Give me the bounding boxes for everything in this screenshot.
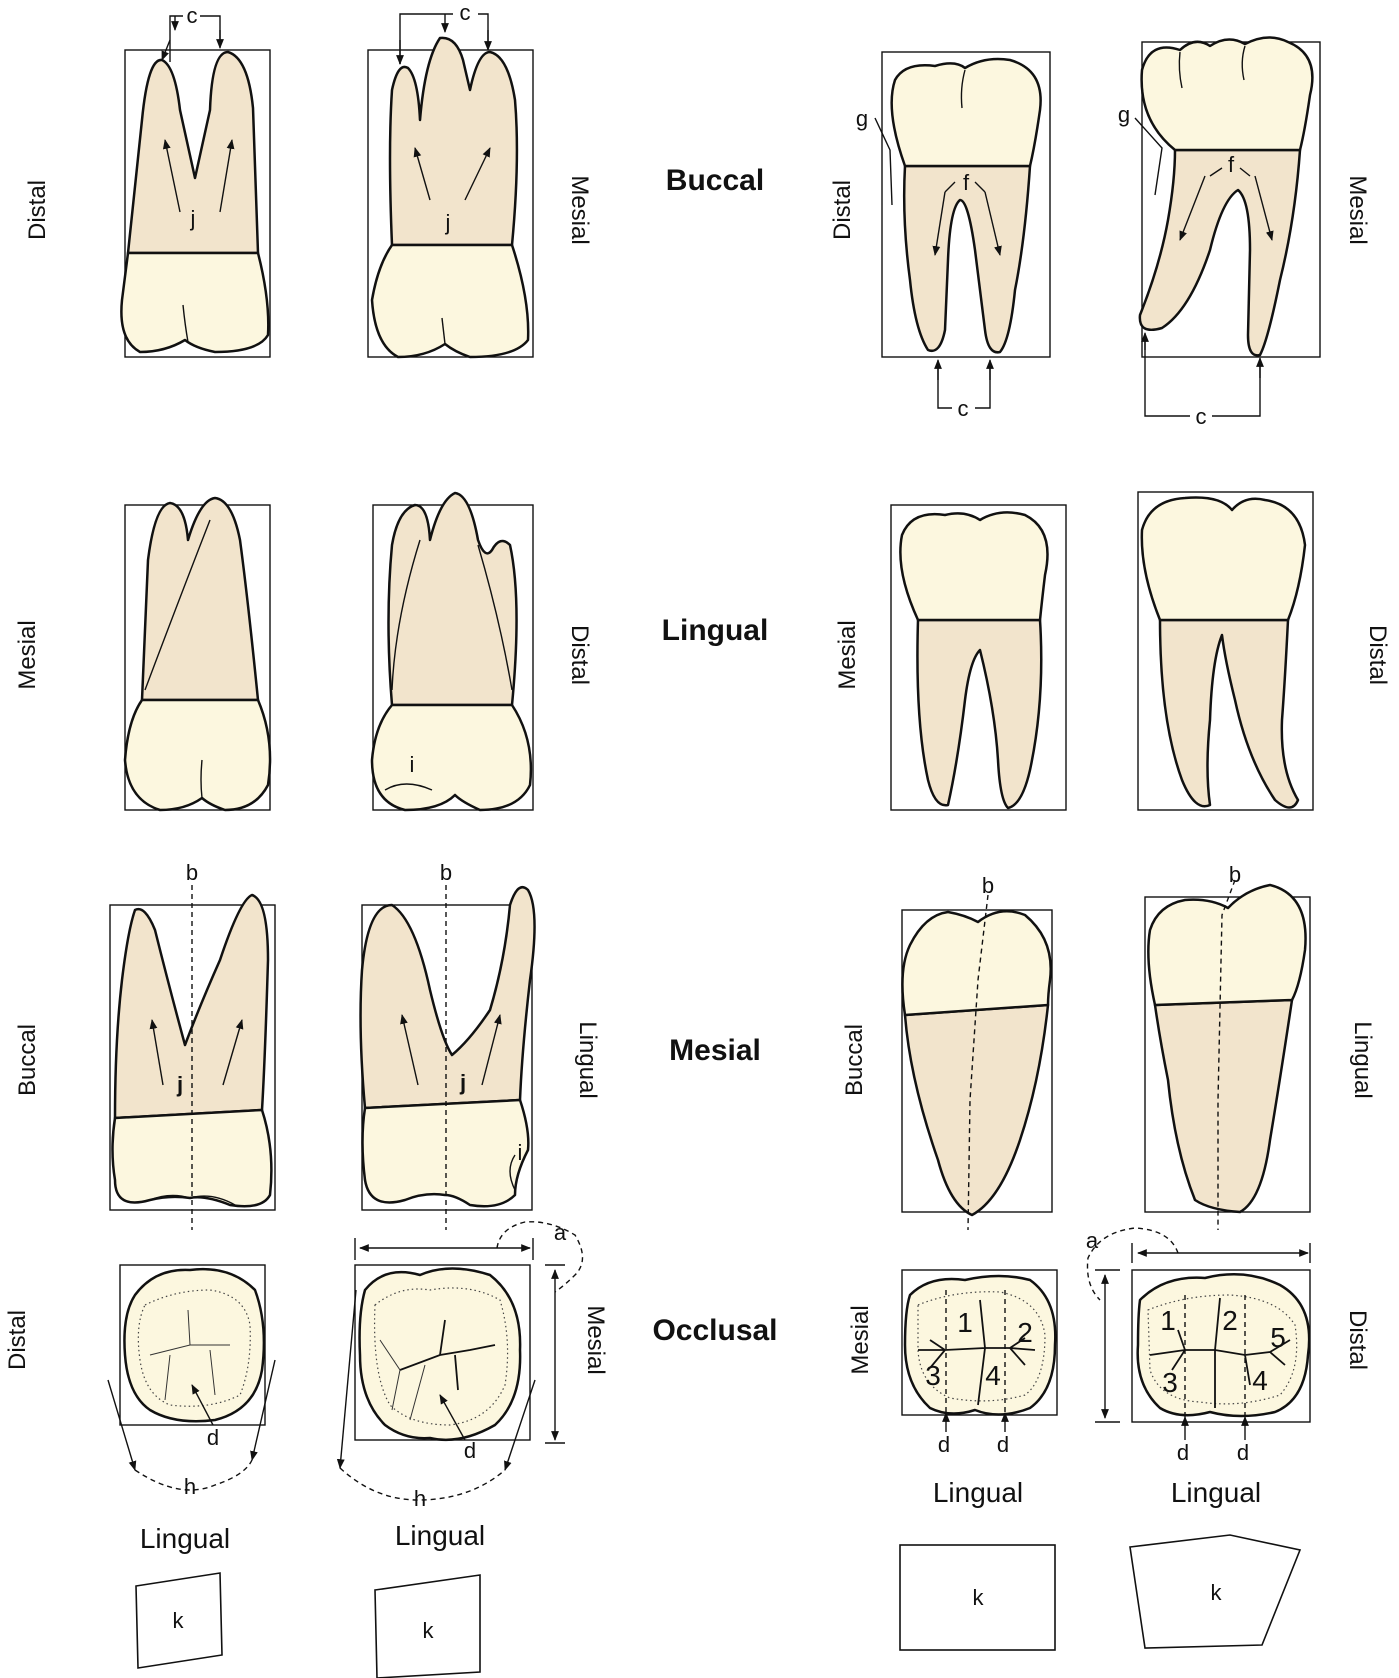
cusp-number-3: 3	[1162, 1367, 1178, 1398]
dimension-c-bottom-1: c	[938, 360, 990, 421]
marker-d: d	[938, 1432, 950, 1457]
marker-i: i	[410, 752, 415, 777]
marker-b: b	[982, 873, 994, 898]
side-label-mesial: Mesial	[1344, 175, 1371, 244]
side-label-distal: Distal	[1364, 625, 1391, 685]
cusp-number-2: 2	[1017, 1317, 1033, 1348]
maxillary-molar-lingual-2: i	[372, 493, 533, 810]
side-label-mesial: Mesial	[14, 620, 41, 689]
marker-g: g	[856, 106, 868, 131]
view-label-occlusal: Occlusal	[652, 1314, 777, 1347]
occlusal-caption-lingual: Lingual	[1171, 1477, 1261, 1508]
cusp-number-5: 5	[1270, 1322, 1286, 1353]
side-label-lingual: Lingual	[1349, 1021, 1376, 1098]
mandibular-molar-lingual-1	[891, 505, 1066, 810]
side-label-buccal: Buccal	[841, 1024, 868, 1096]
mandibular-molar-buccal-1: f	[882, 52, 1050, 357]
cusp-number-4: 4	[985, 1360, 1001, 1391]
maxillary-molar-lingual-1	[125, 498, 270, 810]
view-label-buccal: Buccal	[666, 164, 764, 197]
marker-b: b	[186, 860, 198, 885]
marker-h: h	[414, 1486, 426, 1511]
dimension-c-top-1: c	[162, 3, 220, 62]
marker-f: f	[1228, 152, 1235, 177]
marker-d: d	[997, 1432, 1009, 1457]
view-label-lingual: Lingual	[662, 614, 769, 647]
side-label-mesial: Mesial	[566, 175, 593, 244]
marker-c: c	[958, 396, 969, 421]
maxillary-molar-mesial-2: j i b	[361, 860, 535, 1230]
outline-shape-k-4: k	[1130, 1535, 1300, 1648]
side-label-mesial: Mesial	[847, 1305, 874, 1374]
mandibular-molar-buccal-2: f	[1140, 37, 1320, 357]
side-label-distal: Distal	[566, 625, 593, 685]
cusp-number-4: 4	[1252, 1365, 1268, 1396]
maxillary-molar-buccal-1: j	[121, 50, 270, 357]
marker-c: c	[187, 3, 198, 28]
mandibular-molar-occlusal-1: 1 2 3 4 d d	[902, 1270, 1057, 1457]
marker-j: j	[459, 1070, 466, 1095]
maxillary-molar-occlusal-2: d h a	[340, 1220, 583, 1511]
view-label-mesial: Mesial	[669, 1034, 761, 1067]
marker-j: j	[445, 210, 451, 235]
marker-c: c	[1196, 404, 1207, 429]
marker-h: h	[184, 1474, 196, 1499]
cusp-number-1: 1	[957, 1307, 973, 1338]
side-label-distal: Distal	[1344, 1310, 1371, 1370]
side-label-buccal: Buccal	[14, 1024, 41, 1096]
side-label-distal: Distal	[829, 180, 856, 240]
outline-shape-k-2: k	[375, 1575, 480, 1678]
side-label-distal: Distal	[4, 1310, 31, 1370]
marker-d: d	[1237, 1440, 1249, 1465]
maxillary-molar-mesial-1: j b	[110, 860, 275, 1230]
marker-a: a	[554, 1220, 567, 1245]
side-label-lingual: Lingual	[574, 1021, 601, 1098]
cusp-number-2: 2	[1222, 1305, 1238, 1336]
marker-k: k	[973, 1585, 985, 1610]
occlusal-caption-lingual: Lingual	[140, 1523, 230, 1554]
occlusal-caption-lingual: Lingual	[933, 1477, 1023, 1508]
marker-c: c	[460, 0, 471, 25]
mandibular-molar-lingual-2	[1138, 492, 1313, 810]
marker-k: k	[423, 1618, 435, 1643]
dimension-c-bottom-2: c	[1145, 333, 1260, 429]
marker-d: d	[1177, 1440, 1189, 1465]
mandibular-molar-mesial-2: b	[1145, 862, 1310, 1230]
marker-j: j	[176, 1072, 183, 1097]
marker-f: f	[963, 170, 970, 195]
outline-shape-k-1: k	[136, 1573, 222, 1668]
marker-d: d	[464, 1438, 476, 1463]
maxillary-molar-buccal-2: j	[368, 38, 533, 357]
marker-d: d	[207, 1425, 219, 1450]
marker-b: b	[440, 860, 452, 885]
occlusal-caption-lingual: Lingual	[395, 1520, 485, 1551]
outline-shape-k-3: k	[900, 1545, 1055, 1650]
marker-k: k	[1211, 1580, 1223, 1605]
mandibular-molar-mesial-1: b	[902, 873, 1052, 1230]
marker-g-group-1: g	[856, 106, 892, 205]
cusp-number-3: 3	[925, 1360, 941, 1391]
marker-g: g	[1118, 102, 1130, 127]
maxillary-molar-occlusal-1: d h	[108, 1265, 275, 1499]
marker-a: a	[1086, 1228, 1099, 1253]
marker-j: j	[190, 206, 196, 231]
side-label-mesial: Mesial	[582, 1305, 609, 1374]
marker-i: i	[518, 1140, 523, 1165]
marker-k: k	[173, 1608, 185, 1633]
mandibular-molar-occlusal-2: 1 2 5 3 4 d d a	[1086, 1228, 1310, 1465]
side-label-distal: Distal	[24, 180, 51, 240]
cusp-number-1: 1	[1160, 1305, 1176, 1336]
side-label-mesial: Mesial	[834, 620, 861, 689]
marker-b: b	[1229, 862, 1241, 887]
